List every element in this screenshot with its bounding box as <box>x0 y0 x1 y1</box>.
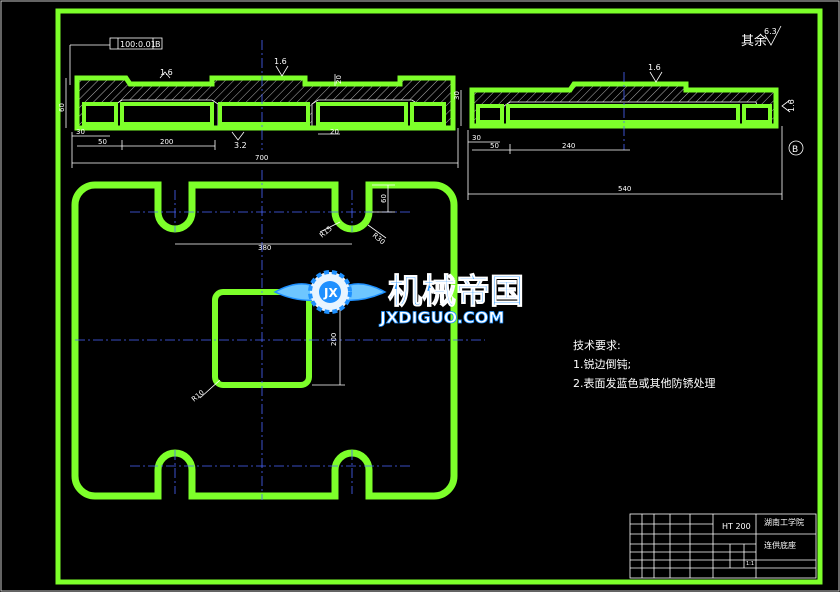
drawing-border <box>55 8 823 585</box>
plan-dim-380: 380 <box>258 244 271 252</box>
front-dim-200: 200 <box>160 138 173 146</box>
title-block: HT 200 湖南工学院 连供底座 1:1 <box>629 513 817 579</box>
notes-line-2: 2.表面发蓝色或其他防锈处理 <box>573 377 716 390</box>
plan-view: 380 60 R15 R30 200 R10 <box>71 170 485 500</box>
side-roughness-1: 1.6 <box>648 63 661 72</box>
side-dim-50: 50 <box>490 142 499 150</box>
front-dim-60: 60 <box>58 103 66 112</box>
flatness-value: 100:0.01 <box>120 40 156 49</box>
front-roughness-2: 1.6 <box>274 57 287 66</box>
front-roughness-bottom: 3.2 <box>234 141 247 150</box>
front-dim-20: 20 <box>335 75 343 84</box>
logo-en: JXDIGUO.COM <box>379 308 504 327</box>
title-school: 湖南工学院 <box>764 517 804 527</box>
notes-title: 技术要求: <box>573 339 621 352</box>
front-dim-20b: 20 <box>330 128 339 136</box>
logo-cn: 机械帝国 <box>388 272 524 312</box>
side-dim-540: 540 <box>618 185 631 193</box>
title-part-name: 连供底座 <box>764 540 796 550</box>
flatness-datum: B <box>155 40 161 49</box>
flatness-tolerance-frame: 100:0.01 B <box>69 37 163 85</box>
jxdiguo-logo: JX 机械帝国 JXDIGUO.COM <box>273 270 525 327</box>
title-scale: 1:1 <box>746 561 754 567</box>
plan-dim-r10: R10 <box>190 389 206 404</box>
side-dim-30: 30 <box>472 134 481 142</box>
side-dim-240: 240 <box>562 142 575 150</box>
front-section-view: 1.6 1.6 3.2 60 20 30 20 50 200 700 <box>58 40 459 168</box>
side-dim-30v: 30 <box>453 91 461 100</box>
datum-b: B <box>792 145 798 155</box>
plan-dim-r15: R15 <box>318 225 334 240</box>
roughness-note: 其余 <box>741 33 767 49</box>
front-dim-50: 50 <box>98 138 107 146</box>
plan-dim-200: 200 <box>330 333 338 346</box>
roughness-value: 6.3 <box>764 27 777 36</box>
title-material: HT 200 <box>722 522 751 531</box>
side-section-view: 1.6 1.6 30 30 50 240 540 B <box>453 63 804 200</box>
plan-dim-r30: R30 <box>371 231 387 246</box>
front-roughness-1: 1.6 <box>160 68 173 77</box>
technical-requirements: 技术要求: 1.锐边倒钝; 2.表面发蓝色或其他防锈处理 <box>573 336 716 393</box>
notes-line-1: 1.锐边倒钝; <box>573 358 632 371</box>
front-dim-30: 30 <box>76 128 85 136</box>
plan-dim-60: 60 <box>380 194 388 203</box>
svg-text:JX: JX <box>323 286 338 300</box>
side-roughness-right: 1.6 <box>787 99 796 112</box>
front-dim-700: 700 <box>255 154 268 162</box>
